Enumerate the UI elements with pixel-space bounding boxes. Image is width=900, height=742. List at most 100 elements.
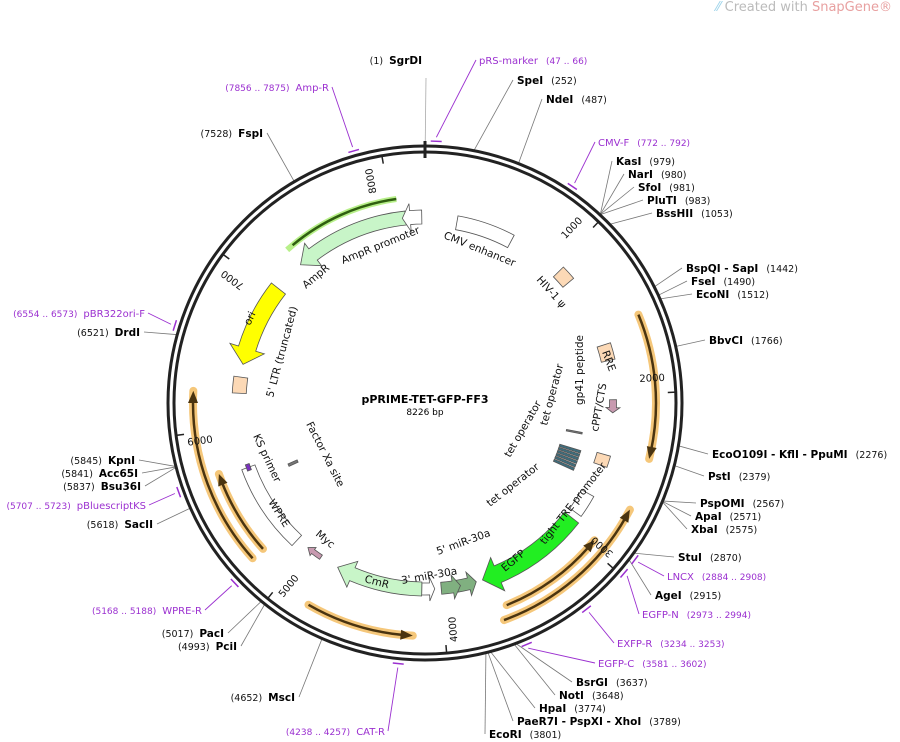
enzyme-site-label[interactable]: PspOMI(2567) bbox=[700, 498, 784, 510]
enzyme-site-label[interactable]: FseI(1490) bbox=[691, 276, 755, 288]
feature-label-tet-op-3[interactable]: tet operator bbox=[484, 461, 542, 510]
enzyme-site-label[interactable]: PaeR7I - PspXI - XhoI(3789) bbox=[517, 716, 681, 728]
hiv-psi-feature[interactable] bbox=[552, 266, 575, 288]
enzyme-site-label[interactable]: (5841)Acc65I bbox=[61, 468, 138, 480]
enzyme-site-label[interactable]: (1)SgrDI bbox=[370, 55, 422, 67]
tick-label: 8000 bbox=[364, 167, 379, 194]
enzyme-name: Acc65I bbox=[99, 468, 138, 480]
enzyme-site-label[interactable]: (5618)SacII bbox=[87, 519, 153, 531]
tet-operator-feature[interactable] bbox=[565, 429, 583, 435]
feature-label-gp41[interactable]: gp41 peptide bbox=[574, 335, 586, 405]
feature-label-tet-op-1[interactable]: tet operator bbox=[502, 398, 544, 459]
enzyme-site-label[interactable]: EcoO109I - KflI - PpuMI(2276) bbox=[712, 449, 887, 461]
factor-xa-feature[interactable] bbox=[287, 459, 299, 467]
feature-label-myc[interactable]: Myc bbox=[313, 528, 337, 551]
feature-label-tet-op-2[interactable]: tet operator bbox=[538, 362, 566, 427]
tet-operator-feature[interactable] bbox=[558, 443, 582, 454]
tet-operator-feature[interactable] bbox=[555, 452, 578, 465]
mir30a-5-feature[interactable] bbox=[455, 570, 477, 597]
primer-label[interactable]: EXFP-R(3234 .. 3253) bbox=[617, 639, 725, 650]
primer-marker bbox=[581, 605, 592, 614]
primer-label[interactable]: CMV-F(772 .. 792) bbox=[598, 138, 690, 149]
enzyme-site-label[interactable]: PstI(2379) bbox=[708, 471, 770, 483]
cmv-enhancer-feature[interactable] bbox=[455, 215, 515, 249]
enzyme-position: (1512) bbox=[737, 290, 769, 301]
enzyme-site-label[interactable]: NdeI(487) bbox=[546, 94, 607, 106]
ampr-feature[interactable] bbox=[300, 210, 407, 267]
enzyme-site-label[interactable]: BbvCI(1766) bbox=[709, 335, 783, 347]
enzyme-site-label[interactable]: NotI(3648) bbox=[559, 690, 624, 702]
gp41-peptide-feature[interactable] bbox=[604, 399, 622, 414]
watermark-icon: ⁄⁄ bbox=[716, 0, 725, 15]
cmr-feature[interactable] bbox=[337, 560, 423, 597]
wpre-feature[interactable] bbox=[241, 464, 303, 547]
ori-feature[interactable] bbox=[229, 282, 287, 365]
enzyme-site-label[interactable]: StuI(2870) bbox=[678, 552, 742, 564]
enzyme-site-label[interactable]: PluTI(983) bbox=[647, 195, 710, 207]
primer-label[interactable]: EGFP-C(3581 .. 3602) bbox=[598, 659, 707, 670]
rre-feature[interactable] bbox=[596, 342, 616, 363]
enzyme-site-label[interactable]: XbaI(2575) bbox=[691, 524, 757, 536]
primer-name: CMV-F bbox=[598, 138, 629, 149]
enzyme-site-label[interactable]: ApaI(2571) bbox=[695, 511, 761, 523]
enzyme-site-label[interactable]: BspQI - SapI(1442) bbox=[686, 263, 798, 275]
primer-name: LNCX bbox=[667, 572, 694, 583]
cppt-cts-feature[interactable] bbox=[593, 451, 612, 468]
enzyme-leader-line bbox=[663, 501, 692, 517]
ltr-feature[interactable] bbox=[231, 375, 249, 395]
enzyme-site-label[interactable]: (7528)FspI bbox=[201, 128, 263, 140]
primer-label[interactable]: (4238 .. 4257)CAT-R bbox=[286, 727, 385, 738]
enzyme-site-label[interactable]: (4652)MscI bbox=[231, 692, 295, 704]
enzyme-site-label[interactable]: (4993)PciI bbox=[178, 641, 237, 653]
enzyme-site-label[interactable]: SfoI(981) bbox=[638, 182, 695, 194]
enzyme-site-label[interactable]: BssHII(1053) bbox=[656, 208, 733, 220]
tight-tre-promoter-feature[interactable] bbox=[569, 489, 595, 518]
ks-primer-feature[interactable] bbox=[244, 463, 252, 472]
enzyme-position: (2575) bbox=[726, 525, 758, 536]
primer-label[interactable]: (5168 .. 5188)WPRE-R bbox=[92, 606, 202, 617]
enzyme-name: SpeI bbox=[517, 75, 543, 87]
feature-label-fxa[interactable]: Factor Xa site bbox=[303, 420, 346, 489]
orf-arrow bbox=[307, 603, 405, 637]
tet-operator-feature[interactable] bbox=[557, 446, 581, 458]
enzyme-site-label[interactable]: HpaI(3774) bbox=[539, 703, 606, 715]
primer-label[interactable]: LNCX(2884 .. 2908) bbox=[667, 572, 766, 583]
enzyme-site-label[interactable]: (5017)PacI bbox=[162, 628, 224, 640]
primer-label[interactable]: pRS-marker(47 .. 66) bbox=[479, 56, 587, 67]
feature-label-mir5[interactable]: 5' miR-30a bbox=[435, 527, 492, 558]
feature-label-ltr[interactable]: 5' LTR (truncated) bbox=[264, 305, 300, 399]
feature-label-ampr[interactable]: AmpR bbox=[300, 262, 332, 291]
enzyme-position: (6521) bbox=[77, 328, 109, 339]
enzyme-site-label[interactable]: (5845)KpnI bbox=[70, 455, 135, 467]
ampr-orf-arrow bbox=[291, 197, 397, 247]
enzyme-site-label[interactable]: BsrGI(3637) bbox=[576, 677, 648, 689]
egfp-feature[interactable] bbox=[481, 511, 580, 592]
enzyme-site-label[interactable]: EcoRI(3801) bbox=[489, 729, 561, 741]
feature-label-ori[interactable]: ori bbox=[242, 310, 259, 327]
ampr-promoter-feature[interactable] bbox=[401, 203, 423, 234]
enzyme-site-label[interactable]: KasI(979) bbox=[616, 156, 675, 168]
tet-operator-feature[interactable] bbox=[554, 455, 577, 468]
primer-leader-line bbox=[147, 312, 172, 325]
mir30a-3-feature[interactable] bbox=[440, 573, 461, 601]
primer-label[interactable]: (5707 .. 5723)pBluescriptKS bbox=[6, 501, 146, 512]
tet-operator-feature[interactable] bbox=[552, 458, 576, 471]
primer-label[interactable]: EGFP-N(2973 .. 2994) bbox=[642, 610, 751, 621]
enzyme-site-label[interactable]: SpeI(252) bbox=[517, 75, 577, 87]
enzyme-leader-line bbox=[424, 77, 427, 146]
enzyme-site-label[interactable]: NarI(980) bbox=[628, 169, 687, 181]
tet-operator-feature[interactable] bbox=[556, 449, 580, 461]
mir30a-3-white-feature[interactable] bbox=[421, 576, 436, 602]
primer-label[interactable]: (7856 .. 7875)Amp-R bbox=[225, 83, 329, 94]
enzyme-site-label[interactable]: (6521)DrdI bbox=[77, 327, 140, 339]
primer-leader-line bbox=[435, 59, 477, 138]
myc-feature[interactable] bbox=[307, 547, 323, 560]
feature-label-tre[interactable]: tight TRE promoter bbox=[538, 460, 610, 547]
enzyme-position: (7528) bbox=[201, 129, 233, 140]
enzyme-site-label[interactable]: AgeI(2915) bbox=[655, 590, 721, 602]
enzyme-site-label[interactable]: (5837)Bsu36I bbox=[63, 481, 141, 493]
primer-label[interactable]: (6554 .. 6573)pBR322ori-F bbox=[13, 309, 145, 320]
enzyme-site-label[interactable]: EcoNI(1512) bbox=[696, 289, 769, 301]
enzyme-leader-line bbox=[141, 466, 176, 474]
